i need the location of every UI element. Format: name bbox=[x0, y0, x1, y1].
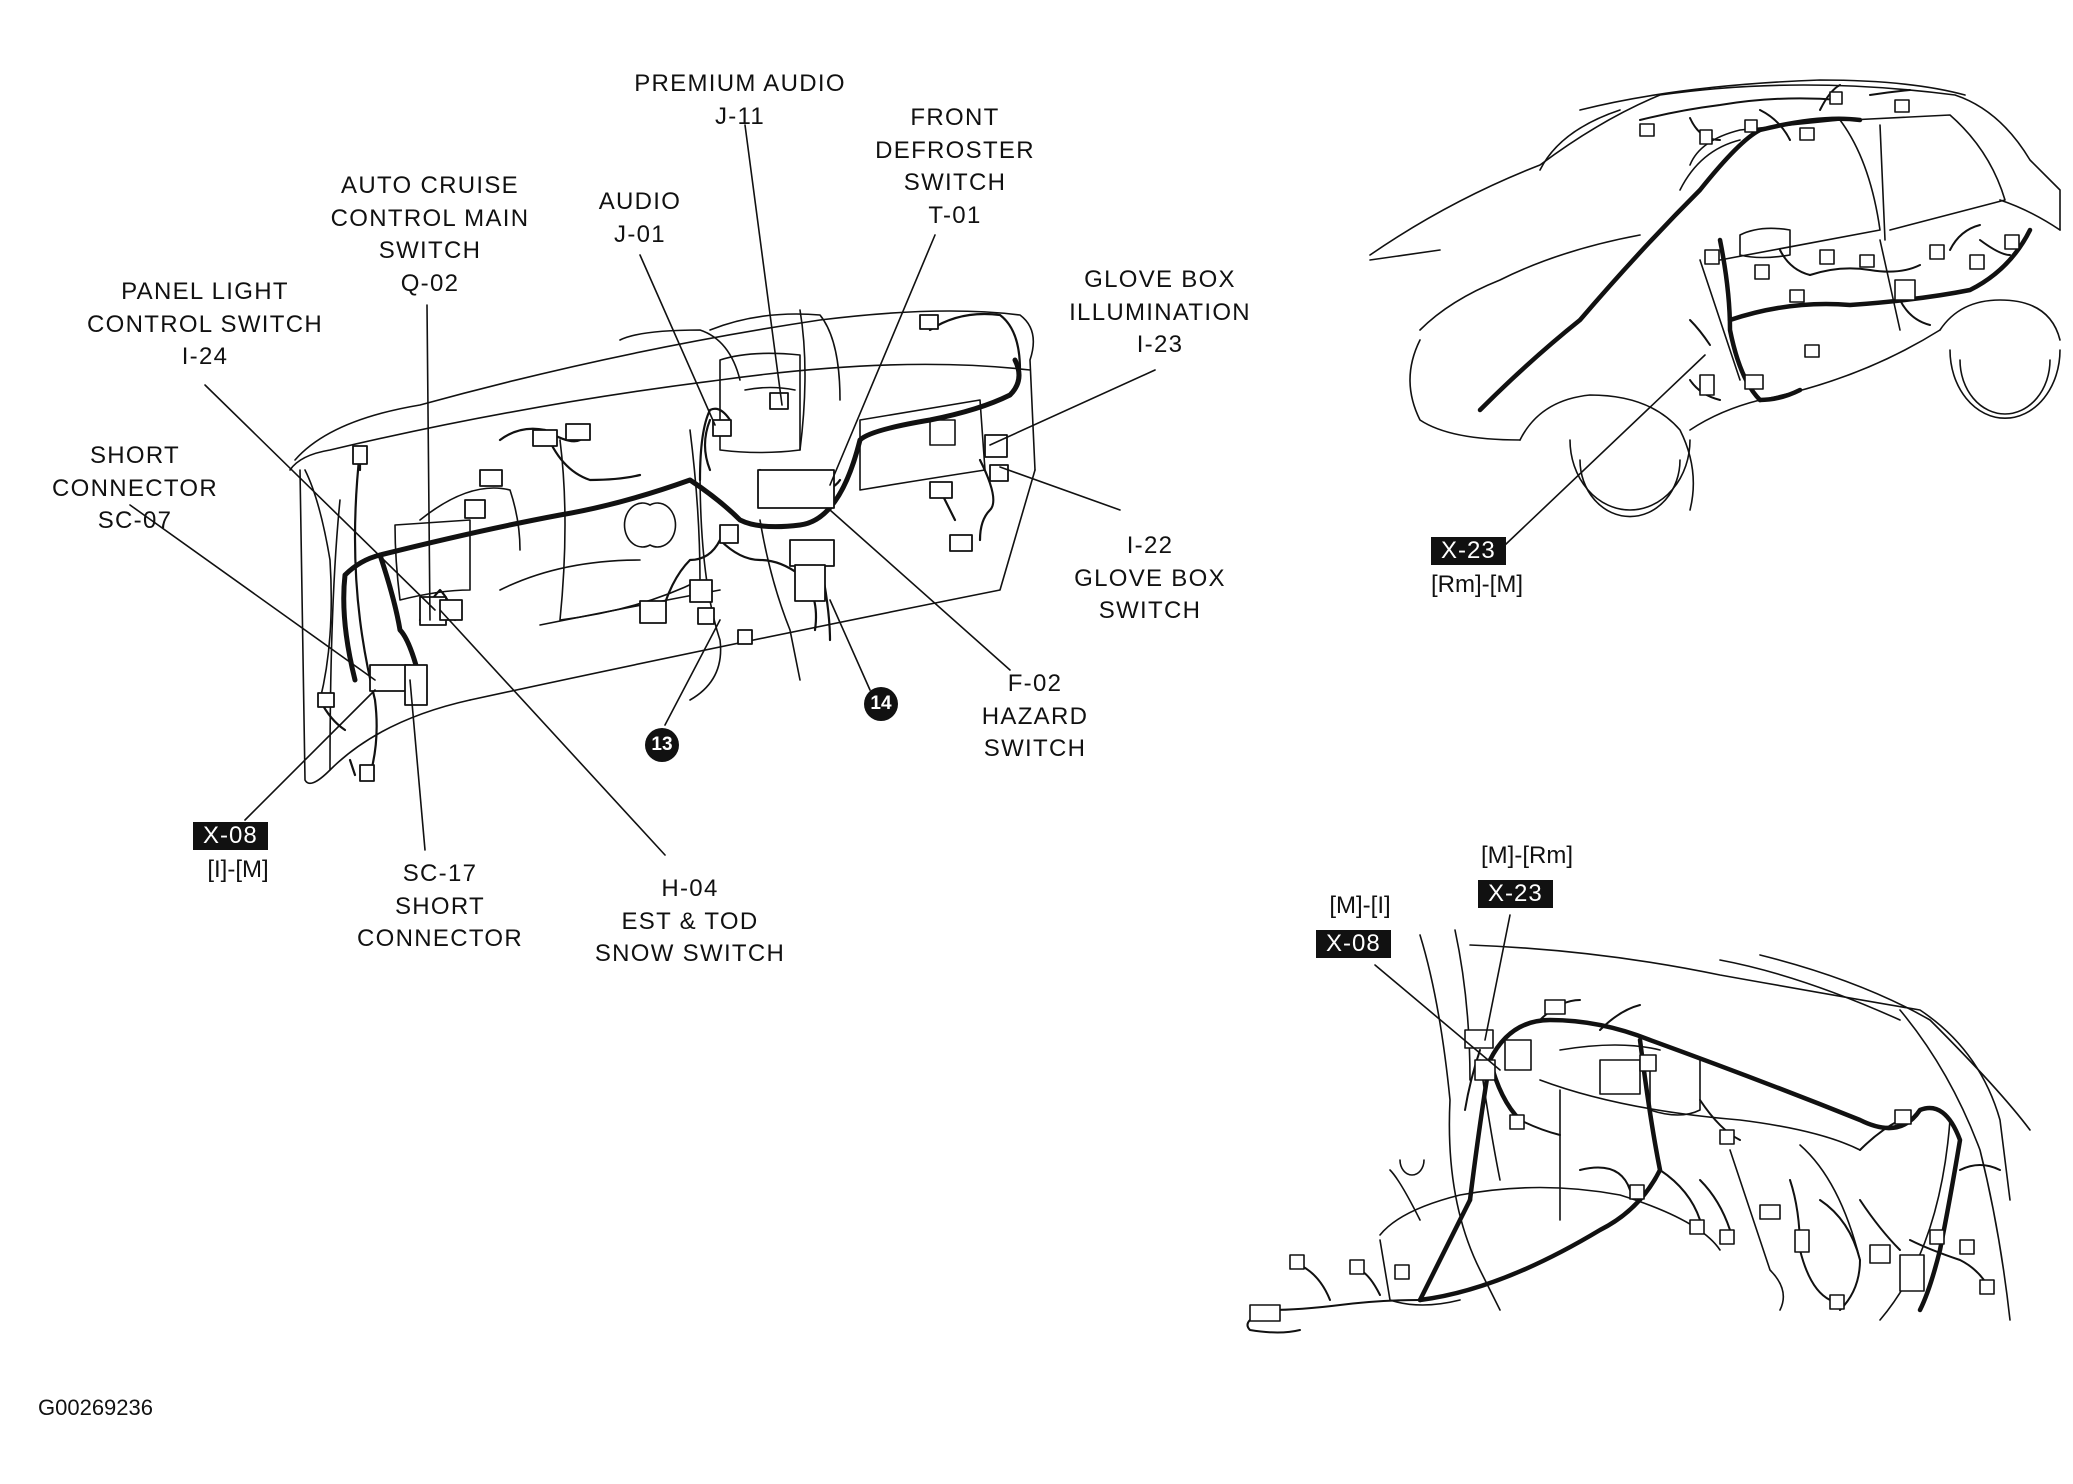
callout-glove-box-illumination: GLOVE BOX ILLUMINATION I-23 bbox=[1040, 264, 1280, 362]
console-wires bbox=[1246, 999, 2001, 1334]
connector-tag-x08-console: X-08 bbox=[1316, 930, 1391, 958]
callout-line: FRONT bbox=[910, 104, 1000, 131]
callout-line: EST & TOD bbox=[621, 907, 759, 935]
callout-line: SC-17 bbox=[402, 860, 478, 887]
callout-line: PREMIUM AUDIO bbox=[634, 70, 846, 97]
callout-panel-light: PANEL LIGHT CONTROL SWITCH I-24 bbox=[60, 276, 350, 374]
connector-pins-x08-console: [M]-[I] bbox=[1329, 892, 1391, 919]
callout-h04: H-04 EST & TOD SNOW SWITCH bbox=[570, 873, 810, 971]
callout-line: HAZARD bbox=[981, 702, 1089, 730]
car-outline bbox=[1369, 79, 2061, 518]
callout-line: SC-07 bbox=[97, 507, 173, 534]
callout-line: CONTROL SWITCH bbox=[87, 310, 323, 338]
callout-line: GLOVE BOX bbox=[1084, 266, 1236, 293]
callout-line: H-04 bbox=[661, 875, 719, 902]
callout-line: SWITCH bbox=[1098, 597, 1202, 624]
callout-auto-cruise: AUTO CRUISE CONTROL MAIN SWITCH Q-02 bbox=[300, 170, 560, 300]
figure-id: G00269236 bbox=[38, 1395, 153, 1420]
callout-audio: AUDIO J-01 bbox=[560, 186, 720, 251]
dashboard-outline bbox=[289, 309, 1036, 785]
connector-tag-x08-left: X-08 bbox=[193, 822, 268, 850]
callout-line: J-11 bbox=[714, 102, 766, 130]
callout-line: AUTO CRUISE bbox=[341, 172, 519, 199]
badge-13: 13 bbox=[645, 728, 679, 762]
connector-pins-x23-console: [M]-[Rm] bbox=[1481, 842, 1573, 869]
callout-short-connector-sc07: SHORT CONNECTOR SC-07 bbox=[20, 440, 250, 538]
callout-line: DEFROSTER bbox=[875, 136, 1035, 164]
callout-line: ILLUMINATION bbox=[1069, 298, 1251, 326]
callout-premium-audio: PREMIUM AUDIO J-11 bbox=[600, 68, 880, 133]
callout-line: I-22 bbox=[1126, 532, 1174, 559]
callout-line: CONNECTOR bbox=[52, 474, 218, 502]
car-wires bbox=[1639, 84, 2011, 401]
callout-line: PANEL LIGHT bbox=[121, 278, 289, 305]
badge-14: 14 bbox=[864, 687, 898, 721]
connector-tag-x23-console: X-23 bbox=[1478, 880, 1553, 908]
callout-front-defroster: FRONT DEFROSTER SWITCH T-01 bbox=[850, 102, 1060, 232]
callout-glove-box-switch: I-22 GLOVE BOX SWITCH bbox=[1050, 530, 1250, 628]
callout-line: GLOVE BOX bbox=[1074, 564, 1226, 592]
callout-line: SWITCH bbox=[983, 735, 1087, 762]
callout-line: I-23 bbox=[1136, 331, 1184, 358]
callout-line: CONTROL MAIN bbox=[330, 204, 530, 232]
connector-pins-x08-left: [I]-[M] bbox=[207, 856, 269, 883]
callout-line: I-24 bbox=[181, 343, 229, 370]
callout-line: Q-02 bbox=[400, 269, 460, 297]
callout-line: SNOW SWITCH bbox=[594, 940, 786, 967]
callout-hazard-switch: F-02 HAZARD SWITCH bbox=[940, 668, 1130, 766]
dashboard-connectors bbox=[317, 314, 1009, 782]
console-outline bbox=[1379, 929, 2031, 1321]
callout-line: AUDIO bbox=[598, 188, 682, 215]
console-harness bbox=[1417, 1017, 1963, 1313]
car-leader bbox=[1504, 354, 1706, 546]
dashboard-harness bbox=[341, 357, 1022, 683]
dashboard-leaders bbox=[129, 124, 1156, 856]
callout-line: CONNECTOR bbox=[357, 925, 523, 952]
connector-pins-x23-car: [Rm]-[M] bbox=[1431, 571, 1523, 598]
console-connectors bbox=[1249, 999, 1995, 1322]
callout-line: SWITCH bbox=[903, 169, 1007, 196]
callout-line: F-02 bbox=[1007, 670, 1063, 697]
callout-line: SHORT bbox=[394, 892, 486, 920]
callout-line: T-01 bbox=[928, 201, 982, 229]
connector-tag-x23-car: X-23 bbox=[1431, 537, 1506, 565]
console-leaders bbox=[1374, 914, 1511, 1071]
car-connectors bbox=[1639, 91, 2020, 396]
callout-line: J-01 bbox=[614, 220, 666, 248]
callout-line: SHORT bbox=[89, 442, 181, 469]
callout-line: SWITCH bbox=[378, 237, 482, 264]
callout-sc17: SC-17 SHORT CONNECTOR bbox=[330, 858, 550, 956]
